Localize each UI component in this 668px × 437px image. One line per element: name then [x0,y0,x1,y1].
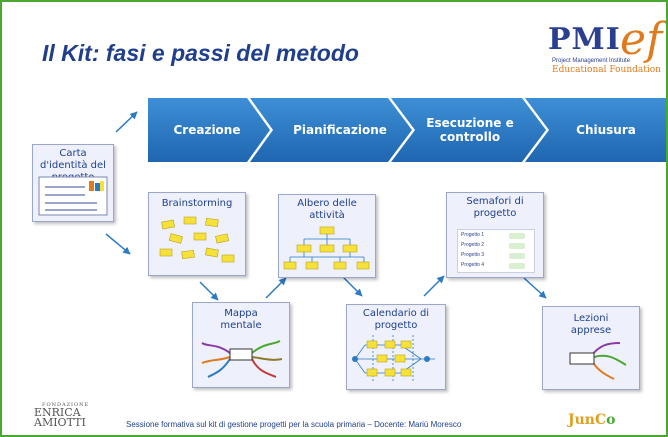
id-card-icon [38,176,108,216]
semafori-table: Progetto 1 Progetto 2 Progetto 3 Progett… [457,229,535,273]
card-calendario-label: Calendario di progetto [362,308,430,331]
phase-chevron-4 [525,98,666,162]
semafori-row-label: Progetto 2 [461,242,485,248]
arrow-calendario-semafori [423,275,445,297]
card-lezioni-apprese-label: Lezioni apprese [570,313,612,336]
traffic-light-icon [509,233,525,239]
phase-label-2: Pianificazione [293,123,387,137]
junco-text-b: o [606,412,616,428]
slide-title: Il Kit: fasi e passi del metodo [42,40,359,66]
phase-label-1: Creazione [173,123,241,137]
semafori-row: Progetto 2 [461,242,531,251]
phase-chevron-2 [250,98,412,162]
logo-line1: Project Management Institute [552,58,631,64]
card-mappa-mentale-label: Mappa mentale [220,308,262,331]
card-mappa-mentale: Mappa mentale [192,302,290,388]
pmief-logo: PMI ef Project Management Institute Educ… [548,14,666,80]
fondazione-line2: AMIOTTI [34,416,86,429]
traffic-light-icon [509,263,525,269]
card-albero: Albero delle attività [278,194,376,278]
semafori-row: Progetto 4 [461,262,531,271]
phase-label-4: Chiusura [576,123,636,137]
junco-text-a: JunC [568,412,607,428]
phase-chevron-1 [148,98,270,162]
phase-chevron-3 [391,98,546,162]
card-lezioni-apprese: Lezioni apprese [542,306,640,390]
semafori-row: Progetto 3 [461,252,531,261]
fondazione-label: FONDAZIONE [42,402,90,408]
sticky-notes-icon [159,216,235,263]
fondazione-logo: FONDAZIONE ENRICA AMIOTTI [34,402,89,428]
phase-label-3: Esecuzione e controllo [426,116,514,144]
calendar-icon [352,335,435,383]
card-brainstorming: Brainstorming [148,192,246,276]
semafori-row-label: Progetto 3 [461,252,485,258]
card-carta-identita: Carta d'identità del progetto [32,144,114,222]
semafori-row-label: Progetto 1 [461,232,485,238]
logo-line2: Educational Foundation [552,65,661,75]
tree-icon [283,226,370,270]
card-brainstorming-label: Brainstorming [161,198,233,209]
junco-logo: JunCo [568,412,615,428]
footer-caption: Sessione formativa sul kit di gestione p… [126,420,462,429]
fondazione-line1: ENRICA [34,406,81,419]
arrow-start-down [105,233,131,255]
arrow-semafori-lezioni [523,277,547,299]
card-semafori: Semafori di progetto Progetto 1 Progetto… [446,192,544,278]
arrow-start-up [115,111,138,133]
arrow-albero-calendario [341,275,363,297]
logo-pmi-text: PMI [548,22,621,57]
arrow-brainstorm-mappa [199,281,219,301]
traffic-light-icon [509,243,525,249]
traffic-light-icon [509,253,525,259]
lessons-map-icon [569,342,627,380]
card-semafori-label: Semafori di progetto [466,196,524,219]
logo-ef-text: ef [620,14,663,65]
card-albero-label: Albero delle attività [297,198,357,221]
semafori-row-label: Progetto 4 [461,262,485,268]
arrow-mappa-albero [265,277,287,299]
card-calendario: Calendario di progetto [346,304,446,390]
mind-map-icon [201,340,283,378]
semafori-row: Progetto 1 [461,232,531,241]
